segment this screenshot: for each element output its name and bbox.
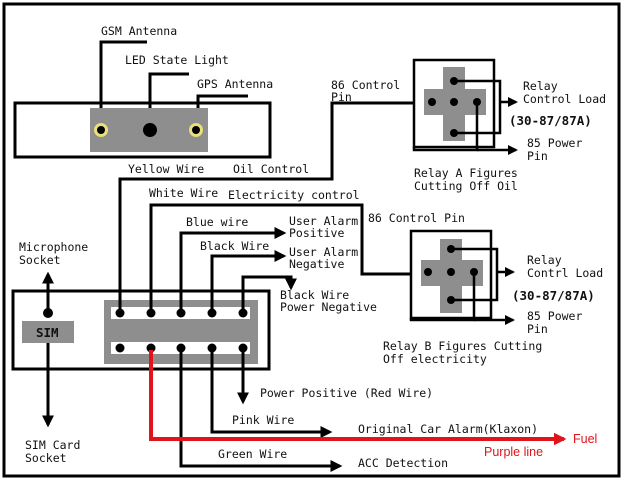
yellow-wire: [118, 101, 414, 313]
sim-card-socket-label: SIM Card: [25, 438, 80, 452]
gps-antenna-connector-core: [192, 126, 200, 134]
led-state-light: [143, 123, 157, 137]
gps-antenna-leader: [196, 94, 248, 108]
relay-b-load-label: Relay: [527, 253, 562, 267]
gsm-antenna-connector-core: [97, 126, 105, 134]
blue-wire-label: Blue wire: [186, 215, 248, 229]
gsm-antenna-label: GSM Antenna: [101, 24, 177, 38]
relay-b-power-pin-label: 85 Power: [527, 309, 582, 323]
relay-a-pin-center: [450, 98, 458, 106]
relay-a-pins-label: (30-87/87A): [509, 113, 592, 128]
relay-b-pin-center: [447, 268, 455, 276]
led-state-light-label: LED State Light: [125, 53, 229, 67]
pink-wire: [210, 348, 333, 438]
black-power-wire: [241, 275, 297, 313]
original-car-alarm-label: Original Car Alarm(Klaxon): [358, 422, 538, 436]
green-wire-label: Green Wire: [218, 447, 287, 461]
white-wire: [149, 203, 411, 313]
relay-a-control-pin-label: 86 Control: [331, 78, 400, 92]
purple-line-label: Purple line: [484, 445, 543, 459]
pin-purple-fuel: [146, 343, 156, 353]
relay-b-power-pin-label-2: Pin: [527, 322, 548, 336]
black-alarm-wire: [210, 250, 287, 313]
relay-a-control-pin-label-2: Pin: [331, 90, 352, 104]
green-wire: [179, 348, 343, 472]
acc-detection-label: ACC Detection: [358, 456, 448, 470]
relay-b-power-wire: [409, 272, 476, 322]
relay-a-caption-2: Cutting Off Oil: [414, 179, 518, 193]
relay-b-control-pin-label: 86 Control Pin: [368, 211, 465, 225]
relay-a-pin-left: [428, 98, 436, 106]
oil-control-label: Oil Control: [233, 162, 309, 176]
relay-b-pin-left: [424, 268, 432, 276]
pink-wire-label: Pink Wire: [232, 413, 294, 427]
top-unit: GSM Antenna LED State Light GPS Antenna: [13, 24, 273, 159]
relay-b-pins-label: (30-87/87A): [512, 288, 595, 303]
led-leader: [148, 72, 189, 108]
black-wire-label: Black Wire: [200, 239, 269, 253]
gps-antenna-label: GPS Antenna: [197, 77, 273, 91]
relay-a-load-label: Relay: [523, 79, 558, 93]
sim-label: SIM: [36, 325, 59, 340]
fuel-label: Fuel: [573, 432, 597, 446]
yellow-wire-label: Yellow Wire: [128, 162, 204, 176]
black-power-negative-label: Black Wire: [280, 288, 349, 302]
relay-b: 86 Control Pin Relay Contrl Load (30-87/…: [368, 211, 603, 366]
relay-a-caption: Relay A Figures: [414, 166, 518, 180]
relay-b-load-label-2: Contrl Load: [527, 266, 603, 280]
relay-a-power-pin-label: 85 Power: [527, 136, 582, 150]
microphone-socket-label-2: Socket: [19, 253, 61, 267]
user-alarm-negative-label-2: Negative: [289, 257, 344, 271]
user-alarm-negative-label: User Alarm: [289, 245, 358, 259]
relay-a: 86 Control Pin Relay Control Load (30-87…: [331, 58, 606, 193]
relay-a-power-wire: [412, 102, 479, 152]
microphone-socket-label: Microphone: [19, 240, 88, 254]
outer-frame: [2, 2, 621, 478]
pin-unused: [115, 343, 125, 353]
relay-b-caption-2: Off electricity: [383, 352, 487, 366]
sim-slot: [22, 321, 74, 343]
gsm-antenna-leader: [99, 40, 147, 108]
relay-b-caption: Relay B Figures Cutting: [383, 339, 542, 353]
sim-card-socket-label-2: Socket: [25, 451, 67, 465]
user-alarm-positive-label-2: Positive: [289, 226, 344, 240]
user-alarm-positive-label: User Alarm: [289, 214, 358, 228]
electricity-control-label: Electricity control: [228, 188, 360, 202]
purple-fuel-line: [149, 350, 567, 446]
relay-a-power-pin-label-2: Pin: [527, 149, 548, 163]
power-positive-label: Power Positive (Red Wire): [260, 386, 433, 400]
black-power-negative-label-2: Power Negative: [280, 300, 377, 314]
white-wire-label: White Wire: [149, 186, 218, 200]
relay-a-load-label-2: Control Load: [523, 92, 606, 106]
blue-wire: [179, 227, 287, 313]
